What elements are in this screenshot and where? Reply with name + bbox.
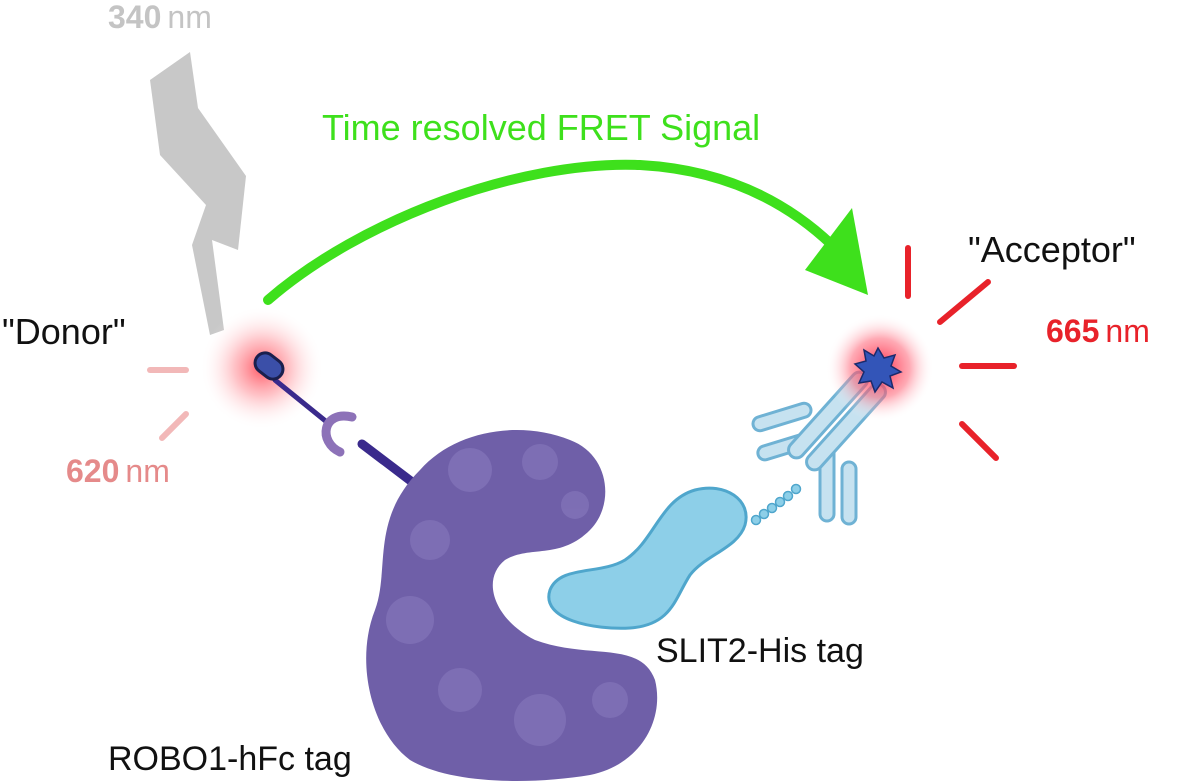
slit2-label: SLIT2-His tag <box>656 632 864 670</box>
lightning-bolt-icon <box>150 52 246 335</box>
his-tag-beads <box>750 483 802 526</box>
acceptor-label: "Acceptor" <box>968 229 1136 270</box>
robo1-protein <box>366 430 658 781</box>
fret-arrow-shaft <box>263 159 837 305</box>
donor-linker <box>272 377 331 426</box>
donor-label: "Donor" <box>2 311 126 352</box>
fret-signal-label: Time resolved FRET Signal <box>322 107 760 148</box>
anti-fc-antibody-hook <box>321 411 357 457</box>
donor-fluorophore <box>253 351 285 381</box>
acceptor-fluorophore-star-icon <box>853 346 903 394</box>
slit2-protein <box>547 483 802 630</box>
robo1-label: ROBO1-hFc tag <box>108 740 352 778</box>
donor-emission-rays <box>147 367 189 441</box>
fc-linker <box>357 439 425 493</box>
acceptor-emission-rays <box>905 245 1017 461</box>
fret-arrow-head <box>805 208 868 295</box>
